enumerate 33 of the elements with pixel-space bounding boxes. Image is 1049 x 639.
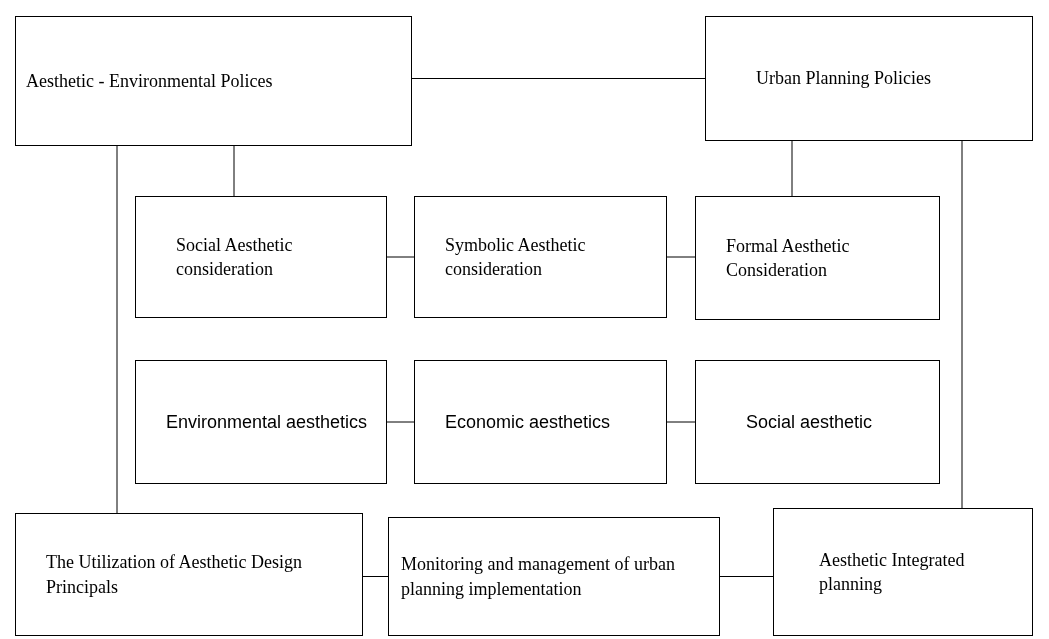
box-label: Symbolic Aesthetic consideration [445, 233, 587, 281]
text-box [414, 196, 667, 318]
box-label: Urban Planning Policies [756, 67, 932, 91]
connector-line [362, 576, 389, 577]
connector-line [233, 145, 235, 197]
text-box [388, 517, 720, 636]
box-label: Economic aesthetics [445, 410, 612, 434]
connector-line [666, 421, 696, 423]
connector-line [791, 140, 793, 197]
box-label: Aesthetic Integrated planning [819, 548, 966, 596]
text-box [135, 196, 387, 318]
text-box [695, 196, 940, 320]
connector-line [411, 78, 706, 79]
connector-line [961, 140, 963, 509]
connector-line [666, 256, 696, 258]
box-label: The Utilization of Aesthetic Design Principals [46, 551, 303, 599]
text-box [414, 360, 667, 484]
text-box [15, 513, 363, 636]
text-box [705, 16, 1033, 141]
connector-line [386, 421, 415, 423]
box-label: Formal Aesthetic Consideration [726, 234, 851, 282]
connector-line [386, 256, 415, 258]
connector-line [116, 145, 118, 514]
box-label: Social aesthetic [746, 410, 874, 434]
box-label: Monitoring and management of urban planning implementation [401, 553, 676, 601]
text-box [15, 16, 412, 146]
text-box [695, 360, 940, 484]
text-box [135, 360, 387, 484]
box-label: Social Aesthetic consideration [176, 233, 294, 281]
connector-line [719, 576, 774, 577]
box-label: Environmental aesthetics [166, 410, 369, 434]
text-box [773, 508, 1033, 636]
box-label: Aesthetic - Environmental Polices [26, 69, 274, 93]
